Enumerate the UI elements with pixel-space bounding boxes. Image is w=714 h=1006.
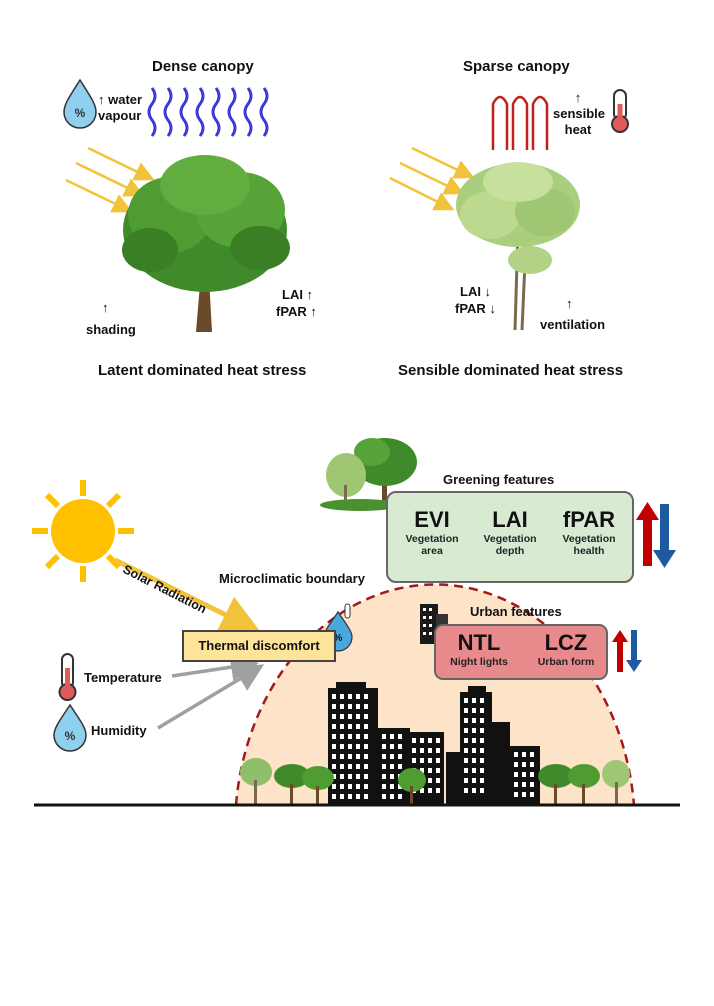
ntl-item: NTL Night lights bbox=[444, 630, 514, 668]
shading-arrow: ↑ bbox=[102, 300, 109, 315]
thermometer-icon bbox=[611, 89, 629, 133]
humidity-label: Humidity bbox=[91, 723, 147, 738]
sparse-tree bbox=[456, 162, 580, 331]
greening-trees bbox=[320, 438, 417, 511]
svg-text:%: % bbox=[334, 633, 343, 644]
urban-features-box: NTL Night lights LCZ Urban form bbox=[434, 624, 608, 680]
urban-change-arrows bbox=[612, 630, 642, 672]
urban-features-title: Urban features bbox=[470, 604, 562, 619]
sensible-caption: Sensible dominated heat stress bbox=[398, 362, 624, 379]
city-skyline bbox=[328, 682, 540, 805]
thermal-discomfort-box: Thermal discomfort bbox=[182, 630, 336, 662]
fpar-up-label: fPAR ↑ bbox=[276, 304, 317, 319]
sparse-canopy-title: Sparse canopy bbox=[463, 58, 570, 75]
ventilation-label: ventilation bbox=[540, 317, 606, 332]
dense-tree bbox=[122, 155, 290, 332]
sun-icon bbox=[32, 480, 134, 582]
ntl-desc: Night lights bbox=[450, 656, 508, 668]
lai-up-label: LAI ↑ bbox=[282, 287, 314, 302]
lcz-abbr: LCZ bbox=[544, 630, 588, 655]
lcz-item: LCZ Urban form bbox=[530, 630, 602, 668]
sensible-heat-label: ↑ sensible heat bbox=[553, 90, 606, 138]
up-arrow: ↑ bbox=[574, 90, 582, 105]
lai-abbr: LAI bbox=[492, 507, 528, 532]
thermal-discomfort-label: Thermal discomfort bbox=[198, 638, 320, 653]
shading-label: shading bbox=[86, 322, 136, 337]
svg-text:%: % bbox=[65, 729, 76, 743]
humidity-drop-icon: % bbox=[53, 703, 87, 752]
solar-radiation-arrow bbox=[113, 557, 261, 633]
sensible-heat-text: sensible heat bbox=[553, 106, 606, 137]
fpar-desc2: health bbox=[573, 545, 605, 557]
sun-rays-left bbox=[65, 146, 155, 213]
lai-item: LAI Vegetation depth bbox=[476, 507, 544, 557]
greening-features-title: Greening features bbox=[443, 472, 555, 487]
thermometer-icon bbox=[58, 653, 77, 701]
evi-abbr: EVI bbox=[414, 507, 450, 532]
input-arrows bbox=[157, 653, 265, 730]
dense-canopy-title: Dense canopy bbox=[152, 58, 254, 75]
street-trees bbox=[240, 758, 630, 805]
fpar-item: fPAR Vegetation health bbox=[552, 507, 626, 557]
fpar-desc1: Vegetation bbox=[562, 533, 616, 545]
ventilation-arrow: ↑ bbox=[566, 296, 573, 311]
fpar-abbr: fPAR bbox=[562, 507, 616, 532]
water-vapour-text: water vapour bbox=[98, 92, 143, 123]
ntl-abbr: NTL bbox=[457, 630, 501, 655]
lai-down-label: LAI ↓ bbox=[460, 284, 492, 299]
lai-desc2: depth bbox=[495, 545, 525, 557]
water-vapour-label: ↑ water vapour bbox=[98, 92, 146, 124]
evi-desc1: Vegetation bbox=[405, 533, 459, 545]
lcz-desc: Urban form bbox=[537, 656, 595, 668]
water-drop-icon: % bbox=[63, 78, 97, 129]
fpar-down-label: fPAR ↓ bbox=[455, 301, 496, 316]
water-vapour-waves bbox=[147, 87, 269, 137]
solar-radiation-label: Solar Radiation bbox=[121, 562, 209, 616]
greening-change-arrows bbox=[636, 502, 676, 568]
sensible-heat-waves bbox=[491, 95, 549, 150]
evi-desc2: area bbox=[421, 545, 443, 557]
temperature-label: Temperature bbox=[84, 670, 162, 685]
sun-rays-right bbox=[389, 146, 475, 211]
latent-caption: Latent dominated heat stress bbox=[98, 362, 307, 379]
microclimatic-boundary-label: Microclimatic boundary bbox=[219, 571, 365, 586]
greening-features-box: EVI Vegetation area LAI Vegetation depth… bbox=[386, 491, 634, 583]
svg-text:%: % bbox=[75, 106, 86, 120]
up-arrow: ↑ bbox=[98, 92, 105, 107]
lai-desc1: Vegetation bbox=[483, 533, 537, 545]
evi-item: EVI Vegetation area bbox=[398, 507, 466, 557]
